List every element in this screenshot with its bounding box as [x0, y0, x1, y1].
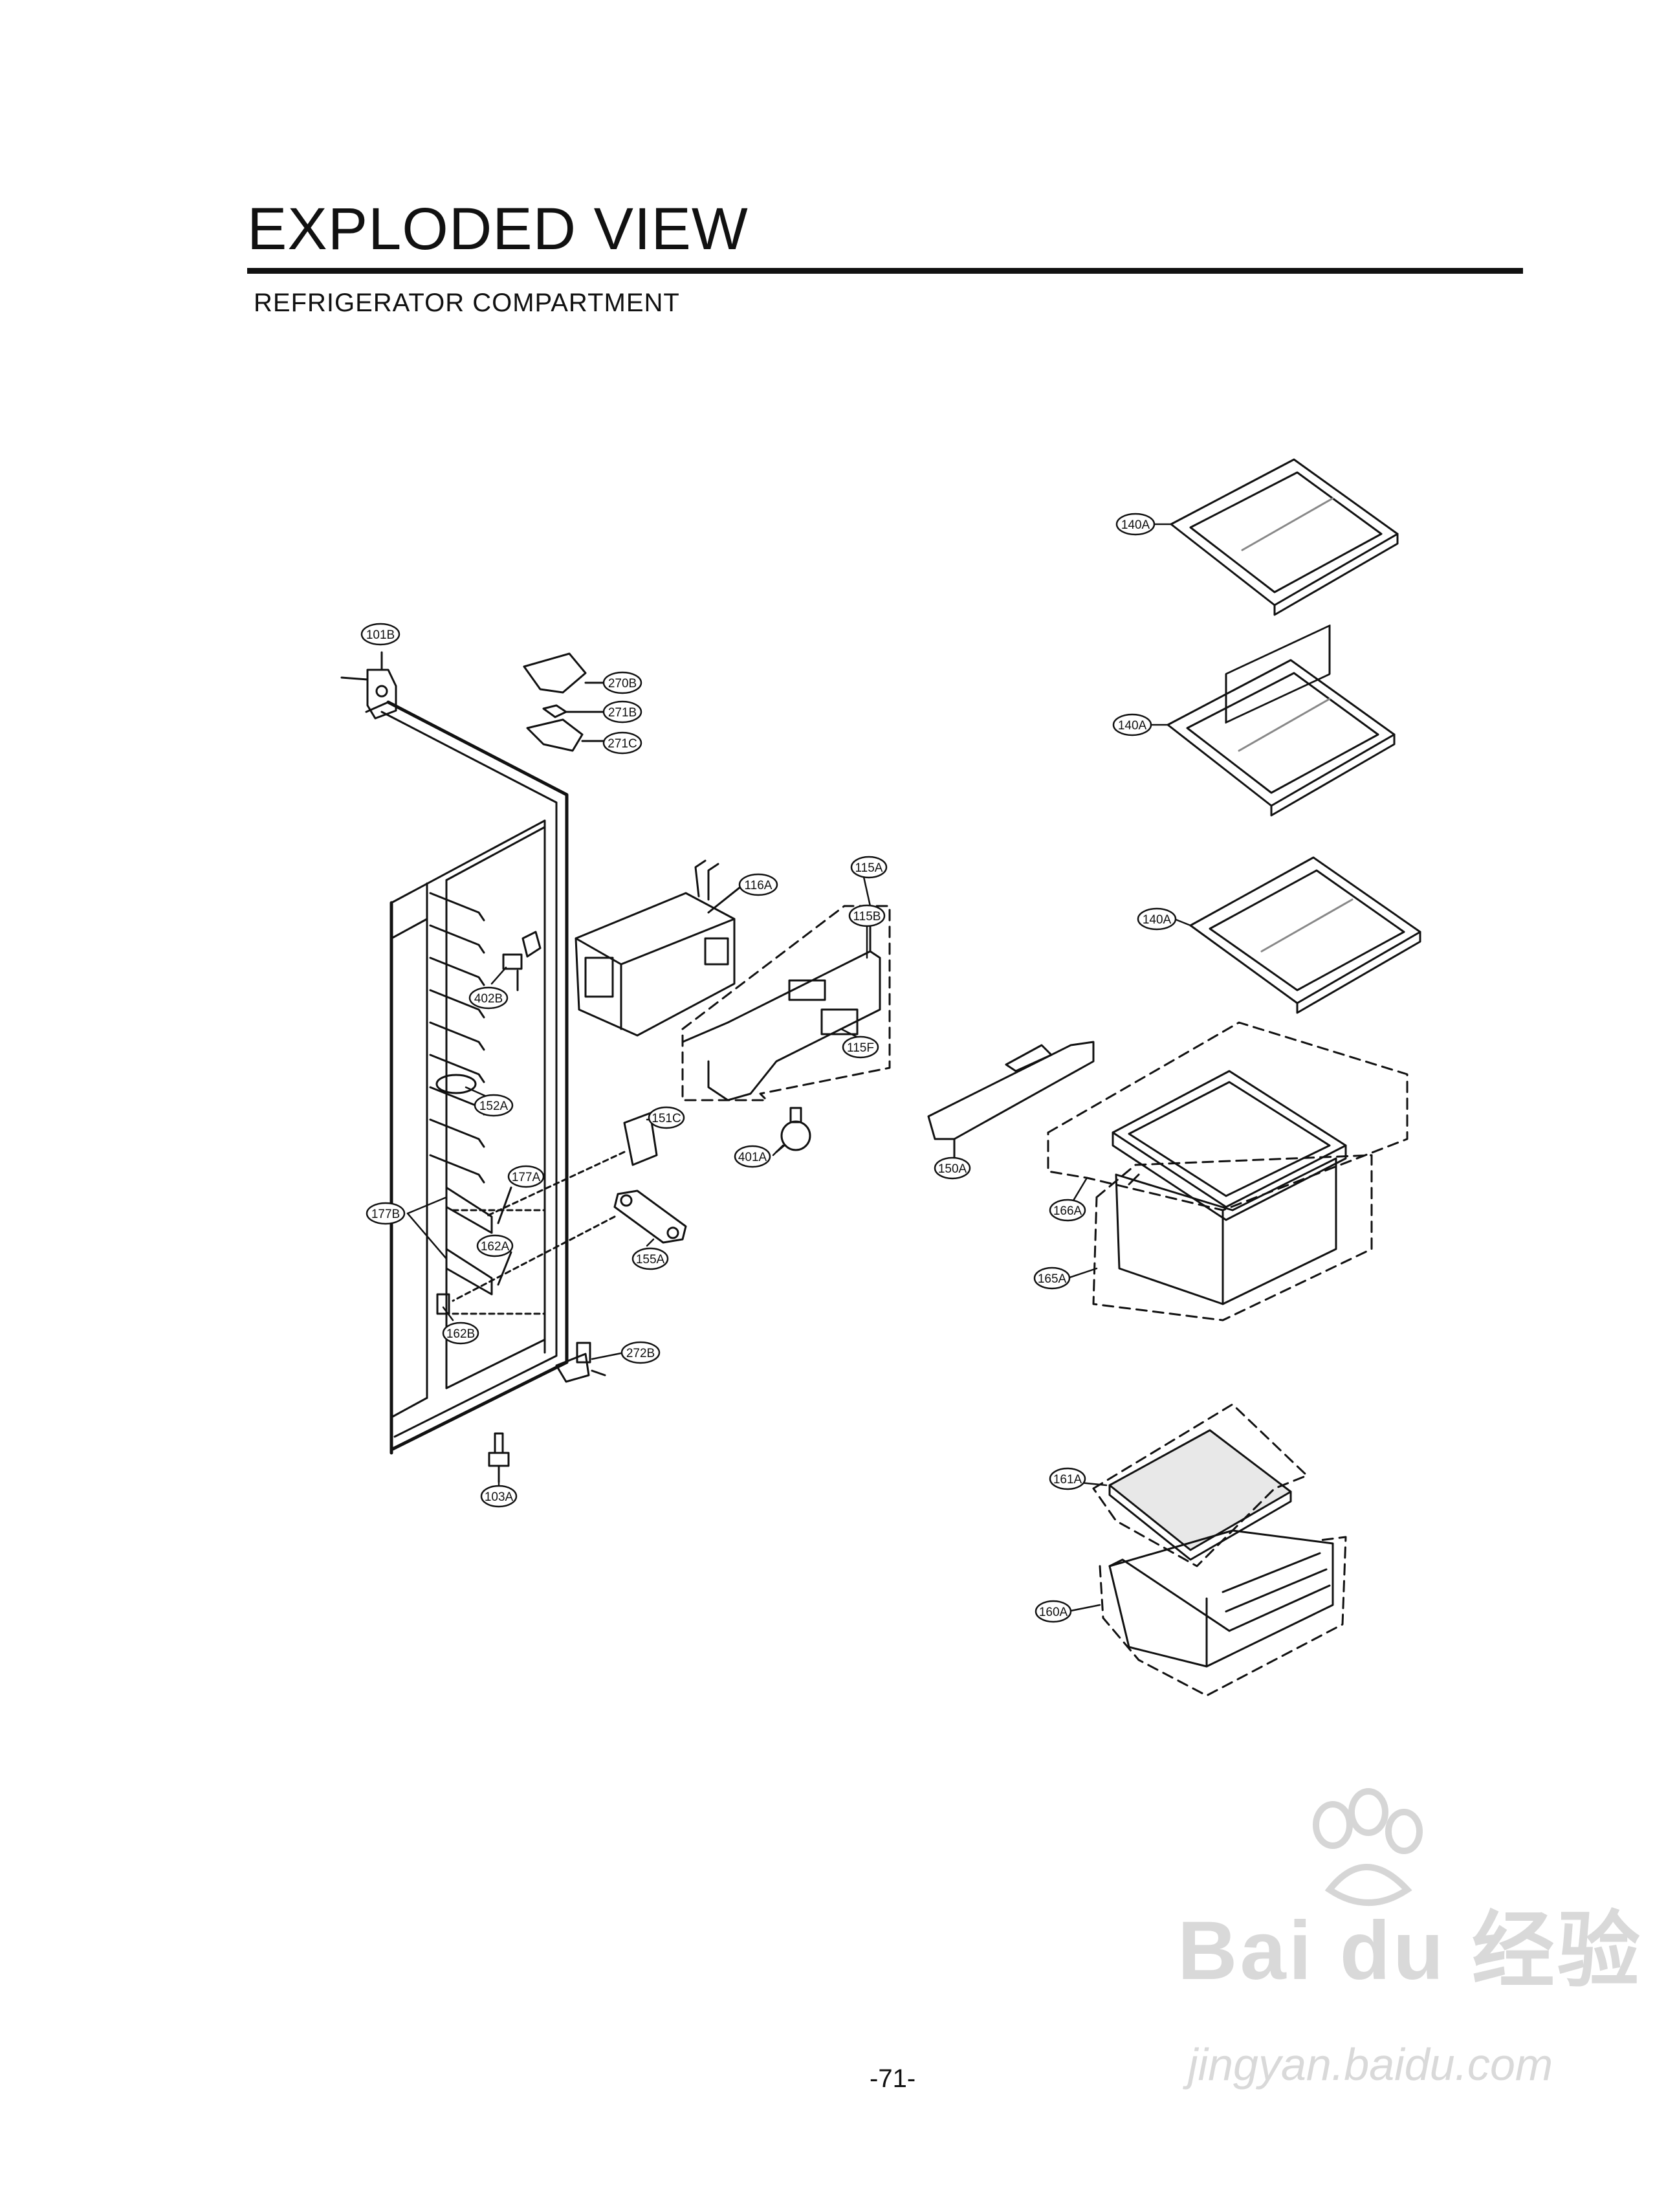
callout-272b: 272B [620, 1341, 661, 1364]
svg-text:177A: 177A [512, 1171, 541, 1184]
lamp-bulb-part [775, 1107, 811, 1153]
callout-140a-middle: 140A [1112, 713, 1152, 736]
glass-shelf-1 [1170, 458, 1399, 616]
title-rule [247, 268, 1523, 274]
svg-text:140A: 140A [1143, 913, 1172, 927]
callout-101b: 101B [360, 623, 400, 646]
leveling-leg-part [488, 1432, 510, 1483]
watermark-url: jingyan.baidu.com [1188, 2039, 1553, 2090]
upper-hinge-cover-group [523, 652, 606, 752]
lamp-housing-bracket [681, 905, 891, 1101]
svg-text:150A: 150A [938, 1162, 967, 1176]
callout-271c: 271C [602, 731, 642, 755]
callout-140a-top: 140A [1115, 513, 1156, 536]
callout-162b: 162B [442, 1322, 479, 1345]
callout-115b: 115B [848, 904, 886, 927]
callout-116a: 116A [738, 873, 778, 896]
drawer-bin-bracket [1099, 1536, 1347, 1697]
svg-text:162A: 162A [481, 1240, 510, 1254]
callout-401a: 401A [734, 1145, 771, 1168]
callout-150a: 150A [934, 1156, 971, 1180]
leader-lines [406, 523, 1192, 1613]
switch-part [502, 931, 542, 991]
callout-271b: 271B [602, 700, 642, 724]
mounting-plate-part [452, 1189, 687, 1302]
page-title: EXPLODED VIEW [247, 196, 749, 262]
crisper-cover-bracket [1047, 1021, 1408, 1211]
svg-text:151C: 151C [652, 1112, 681, 1125]
callout-166a: 166A [1049, 1199, 1086, 1222]
svg-text:160A: 160A [1039, 1606, 1068, 1619]
callout-140a-bottom: 140A [1137, 907, 1177, 931]
svg-text:270B: 270B [608, 677, 637, 691]
svg-text:155A: 155A [636, 1253, 665, 1266]
svg-text:177B: 177B [371, 1208, 400, 1221]
callout-115f: 115F [842, 1035, 879, 1059]
svg-text:103A: 103A [485, 1490, 514, 1504]
svg-text:166A: 166A [1053, 1204, 1082, 1218]
crisper-drawer-part [1115, 625, 1337, 1305]
callout-152a: 152A [474, 1094, 514, 1117]
page-number: -71- [870, 2064, 916, 2093]
callout-162a: 162A [476, 1234, 514, 1257]
page-subtitle: REFRIGERATOR COMPARTMENT [254, 289, 680, 317]
callout-270b: 270B [602, 671, 642, 694]
callout-161a: 161A [1049, 1467, 1086, 1490]
svg-text:115F: 115F [847, 1041, 874, 1055]
svg-text:140A: 140A [1121, 518, 1150, 532]
glass-shelf-2 [1167, 659, 1396, 817]
callout-160a: 160A [1035, 1600, 1072, 1623]
cabinet-liner [365, 700, 569, 1455]
svg-text:271B: 271B [608, 706, 637, 720]
callout-177a: 177A [507, 1165, 545, 1188]
svg-text:401A: 401A [738, 1151, 767, 1164]
svg-text:165A: 165A [1038, 1272, 1067, 1286]
lower-hinge-part [555, 1342, 606, 1383]
callout-103a: 103A [480, 1485, 518, 1508]
drawer-bin-part [1108, 1529, 1334, 1668]
svg-text:272B: 272B [626, 1347, 655, 1360]
svg-text:152A: 152A [479, 1100, 509, 1113]
crisper-drawer-bracket [1092, 1154, 1373, 1322]
svg-text:101B: 101B [366, 628, 395, 642]
lamp-housing-part [681, 905, 881, 1101]
paw-logo-icon [1313, 1788, 1423, 1906]
control-box-part [575, 859, 742, 1037]
drawer-lid-bracket [1092, 1403, 1308, 1567]
svg-text:140A: 140A [1118, 719, 1147, 733]
svg-text:402B: 402B [474, 992, 503, 1006]
callout-402b: 402B [468, 986, 509, 1010]
crisper-cover-part [1112, 1070, 1347, 1221]
callout-151c: 151C [648, 1106, 685, 1129]
glass-shelf-3 [1189, 856, 1421, 1014]
svg-text:115A: 115A [855, 861, 883, 875]
callout-177b: 177B [366, 1202, 406, 1225]
drawer-lid-part [1108, 1429, 1292, 1561]
svg-text:271C: 271C [608, 737, 637, 751]
svg-text:116A: 116A [745, 879, 773, 892]
svg-text:162B: 162B [446, 1327, 475, 1341]
callout-165a: 165A [1033, 1266, 1071, 1290]
top-hinge-part [340, 651, 397, 720]
callout-115a: 115A [850, 856, 888, 879]
bracket-parts [436, 1186, 512, 1315]
svg-text:161A: 161A [1053, 1473, 1082, 1487]
shelf-cover-part [927, 1041, 1095, 1160]
watermark-brand: Bai du 经验 [1178, 1905, 1643, 1997]
callout-155a: 155A [631, 1247, 669, 1270]
svg-text:115B: 115B [853, 910, 881, 924]
